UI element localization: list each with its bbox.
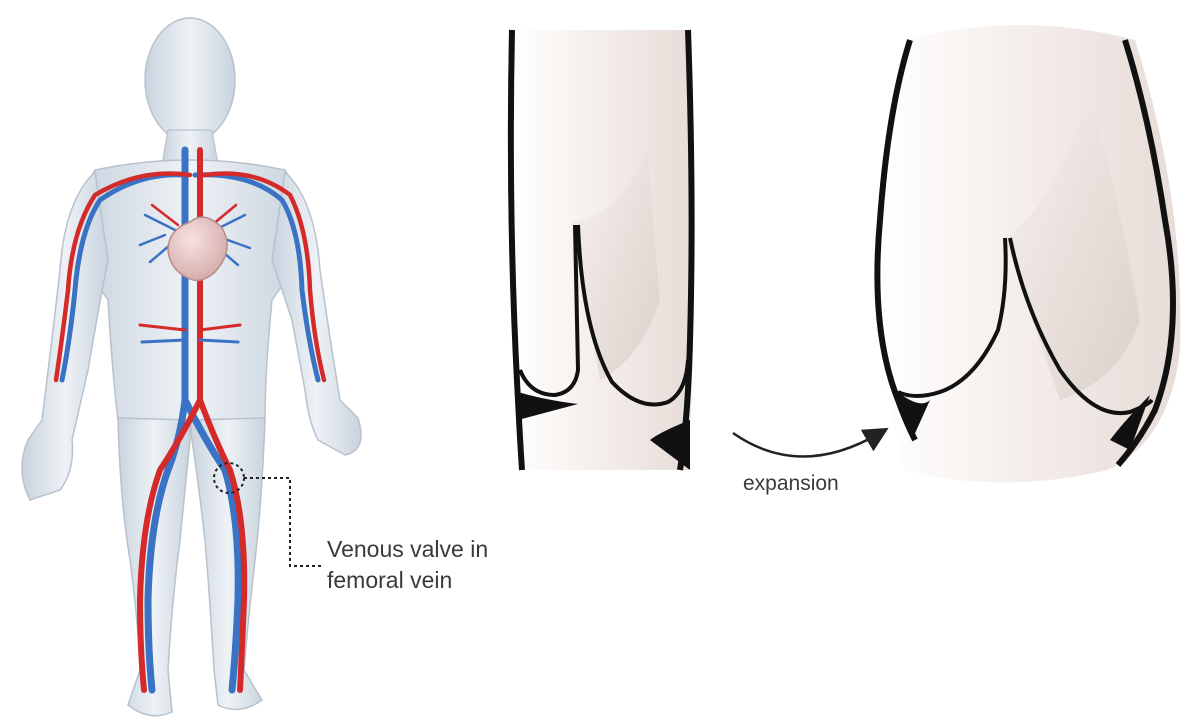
human-figure [22,18,361,716]
curved-arrow-icon [733,433,880,457]
valve-before [511,30,695,470]
callout-label-line1: Venous valve in [327,534,488,565]
expansion-arrow [733,433,880,457]
valve-after [877,25,1180,483]
left-arm [22,172,108,500]
torso [79,160,301,420]
callout-label-line2: femoral vein [327,565,488,596]
head [145,18,235,142]
expansion-label: expansion [743,472,839,496]
left-leg [118,418,190,716]
right-arm [272,172,361,455]
callout-label: Venous valve in femoral vein [327,534,488,596]
